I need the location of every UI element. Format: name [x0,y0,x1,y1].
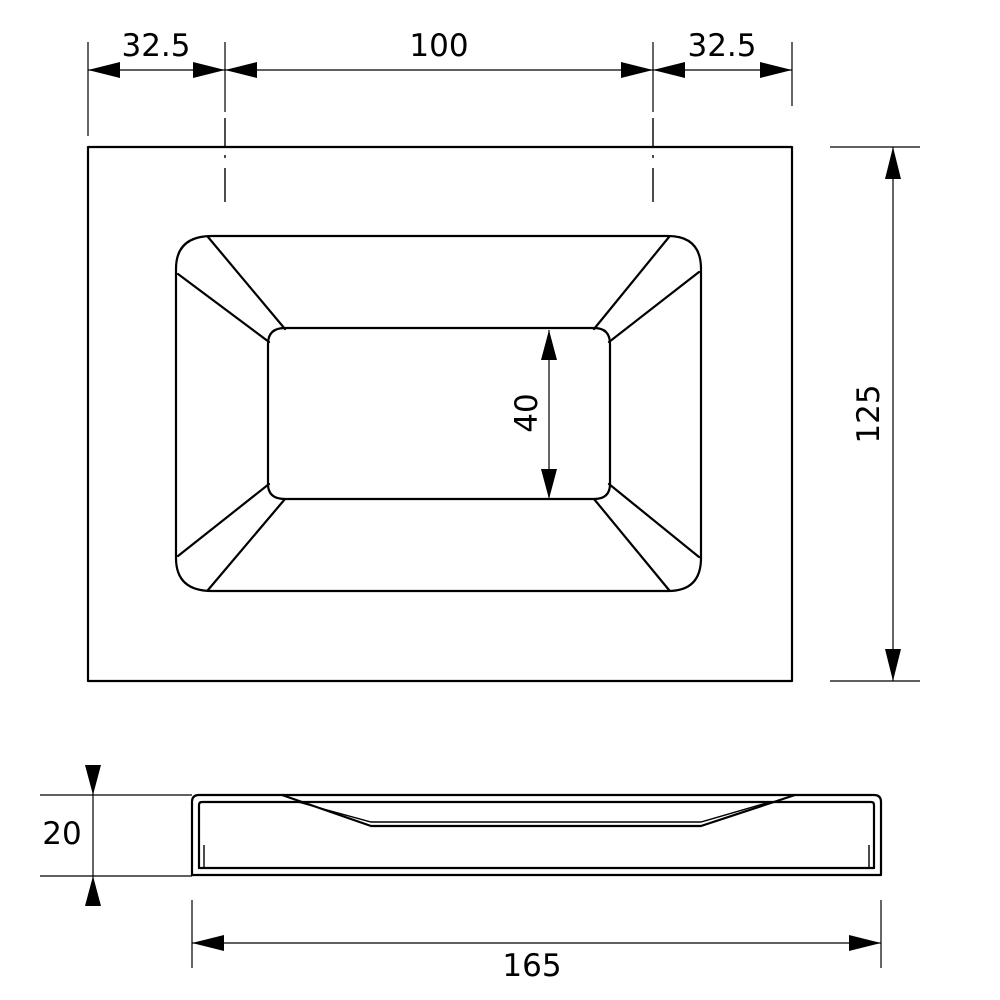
tray-inner-floor [266,326,612,501]
dim-left-offset: 32.5 [121,28,190,64]
hole-centerlines [224,118,654,202]
tray-outer-rim [174,234,703,593]
dim-center-span: 100 [409,28,468,64]
height-dimension: 125 [830,146,920,682]
inner-height-dimension: 40 [509,330,557,499]
top-dimension-chain: 32.5 100 32.5 [87,28,793,136]
dim-inner-height: 40 [509,393,545,432]
tray-corner-slopes [176,235,701,592]
side-profile-outline [190,793,883,877]
side-profile-inner [197,800,876,870]
thickness-dimension: 20 [40,765,192,906]
dim-height: 125 [851,384,887,443]
outer-plate-outline [86,145,794,683]
top-view: 32.5 100 32.5 125 40 [86,28,920,683]
dim-right-offset: 32.5 [687,28,756,64]
width-dimension: 165 [191,900,882,984]
side-view: 20 165 [40,765,883,984]
dim-thickness: 20 [42,816,81,852]
dim-width: 165 [502,948,561,984]
